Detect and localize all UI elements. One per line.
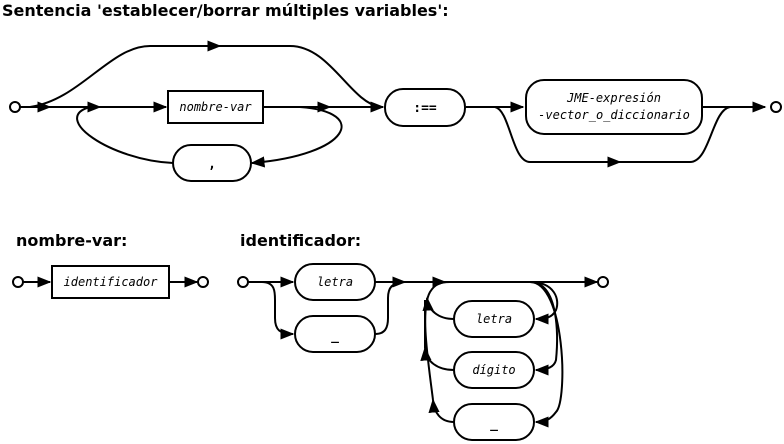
nombre-var-title: nombre-var:: [16, 231, 127, 250]
assign-label: :==: [413, 101, 437, 116]
nombre-var-start-node: [12, 276, 24, 288]
identificador-diagram: letra _ letra dígito _: [237, 263, 609, 441]
letra-loop-label: letra: [476, 312, 512, 326]
main-diagram-title: Sentencia 'establecer/borrar múltiples v…: [2, 1, 449, 20]
comma-terminal: [172, 144, 252, 182]
expression-terminal: [525, 79, 703, 135]
nombre-var-label: nombre-var: [179, 100, 252, 114]
main-start-node: [9, 101, 21, 113]
identificador-title: identificador:: [240, 231, 361, 250]
underscore-first-label: _: [331, 329, 339, 344]
identificador-label: identificador: [64, 275, 159, 289]
letra-first-label: letra: [317, 275, 353, 289]
main-end-node: [770, 101, 782, 113]
identificador-nonterminal: [51, 265, 170, 299]
comma-label: ,: [208, 157, 216, 172]
identificador-start-node: [237, 276, 249, 288]
nombre-var-end-node: [197, 276, 209, 288]
main-diagram: nombre-var , :== JME-expresión -vector_o…: [9, 40, 782, 182]
nombre-var-nonterminal: [167, 90, 264, 124]
expression-label-line1: JME-expresión: [566, 91, 661, 105]
digito-loop-label: dígito: [472, 363, 515, 377]
expression-label-line2: -vector_o_diccionario: [538, 108, 690, 122]
identificador-end-node: [597, 276, 609, 288]
nombre-var-diagram: identificador: [12, 265, 209, 299]
assign-terminal: [384, 88, 466, 127]
underscore-loop-label: _: [490, 417, 498, 432]
